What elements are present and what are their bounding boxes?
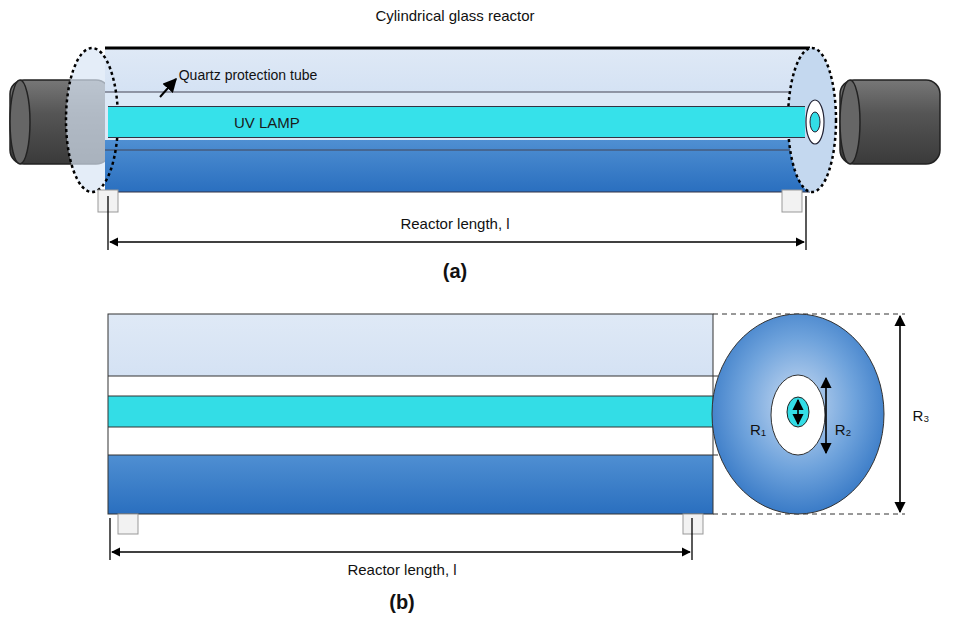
radius-label: R₂	[832, 422, 855, 439]
radius-label: R₃	[910, 408, 933, 425]
reactor-body	[66, 48, 836, 212]
radius-label: R₁	[747, 422, 769, 439]
panel-label: (b)	[386, 591, 418, 613]
title-label: Cylindrical glass reactor	[372, 8, 537, 25]
dimension-label: Reactor length, l	[344, 562, 459, 579]
lamp-label: UV LAMP	[234, 114, 300, 131]
dimension-line	[108, 196, 806, 250]
reactor-section	[108, 314, 713, 534]
dimension-label: Reactor length, l	[397, 216, 512, 233]
dimension-line	[110, 518, 692, 560]
cross-section	[712, 314, 905, 514]
part-label: Quartz protection tube	[176, 68, 321, 83]
uv-lamp: UV LAMP	[108, 106, 805, 138]
panel-label: (a)	[440, 260, 470, 282]
leader-arrow	[160, 79, 176, 97]
